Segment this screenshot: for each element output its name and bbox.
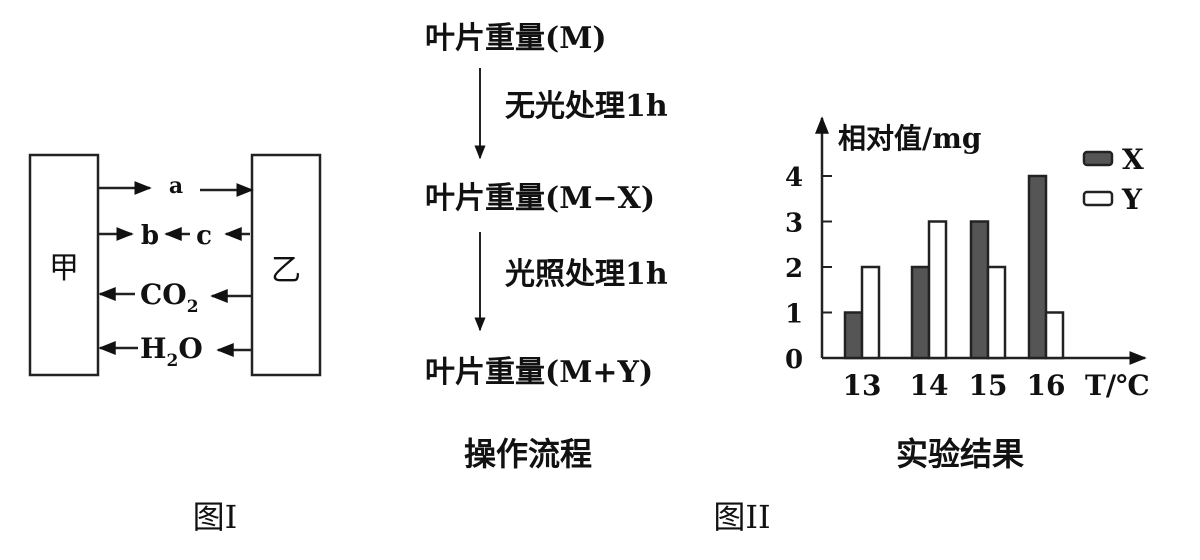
bar-y-14 — [927, 220, 948, 360]
process-title: 操作流程 — [464, 435, 592, 473]
figure-2-caption: 图II — [713, 498, 770, 536]
flow-label-a: a — [169, 173, 183, 199]
step-3: 叶片重量(M+Y) — [425, 355, 653, 390]
bar-y-15 — [986, 265, 1007, 360]
result-title: 实验结果 — [896, 435, 1024, 473]
x-axis-label: T/℃ — [1085, 369, 1150, 402]
step-1: 叶片重量(M) — [425, 21, 607, 56]
bar-chart: 相对值/mg T/℃ 0 1 2 3 4 13 14 15 16 XY — [785, 116, 1150, 402]
treatment-dark: 无光处理1h — [505, 89, 668, 124]
figure-1-caption: 图I — [193, 498, 238, 536]
y-tick-label: 1 — [785, 300, 803, 330]
y-tick-label: 0 — [785, 345, 803, 375]
y-axis-label: 相对值/mg — [838, 122, 981, 155]
flow-label-c: c — [196, 221, 212, 251]
process-flow: 叶片重量(M) 无光处理1h 叶片重量(M−X) 光照处理1h 叶片重量(M+Y… — [425, 21, 668, 473]
y-tick-label: 2 — [785, 254, 803, 284]
box-yi-label: 乙 — [271, 253, 301, 288]
y-tick-label: 3 — [785, 209, 803, 239]
bar-x-15 — [969, 220, 990, 360]
step-2: 叶片重量(M−X) — [425, 181, 655, 216]
box-yi — [250, 153, 322, 377]
bar-x-13 — [843, 311, 864, 360]
treatment-light: 光照处理1h — [505, 257, 668, 292]
bar-x-16 — [1027, 174, 1048, 360]
legend-swatch-y — [1082, 190, 1114, 207]
bar-x-14 — [910, 265, 931, 360]
box-jia-label: 甲 — [49, 251, 79, 286]
bar-y-13 — [860, 265, 881, 360]
flow-label-co2: CO2 — [140, 278, 199, 317]
y-tick-label: 4 — [785, 163, 803, 193]
x-tick-label: 15 — [969, 369, 1008, 402]
x-tick-label: 13 — [843, 369, 882, 402]
box-jia — [28, 153, 100, 377]
flow-label-h2o: H2O — [140, 332, 203, 371]
figure-1: 甲 乙 a b c CO2 H2O 图I — [28, 153, 322, 536]
legend-swatch-x — [1082, 150, 1114, 167]
x-tick-label: 14 — [910, 369, 949, 402]
legend-label-x: X — [1122, 143, 1144, 176]
bar-y-16 — [1044, 311, 1065, 360]
flow-label-b: b — [141, 221, 159, 251]
legend-label-y: Y — [1121, 183, 1143, 216]
x-tick-label: 16 — [1027, 369, 1066, 402]
